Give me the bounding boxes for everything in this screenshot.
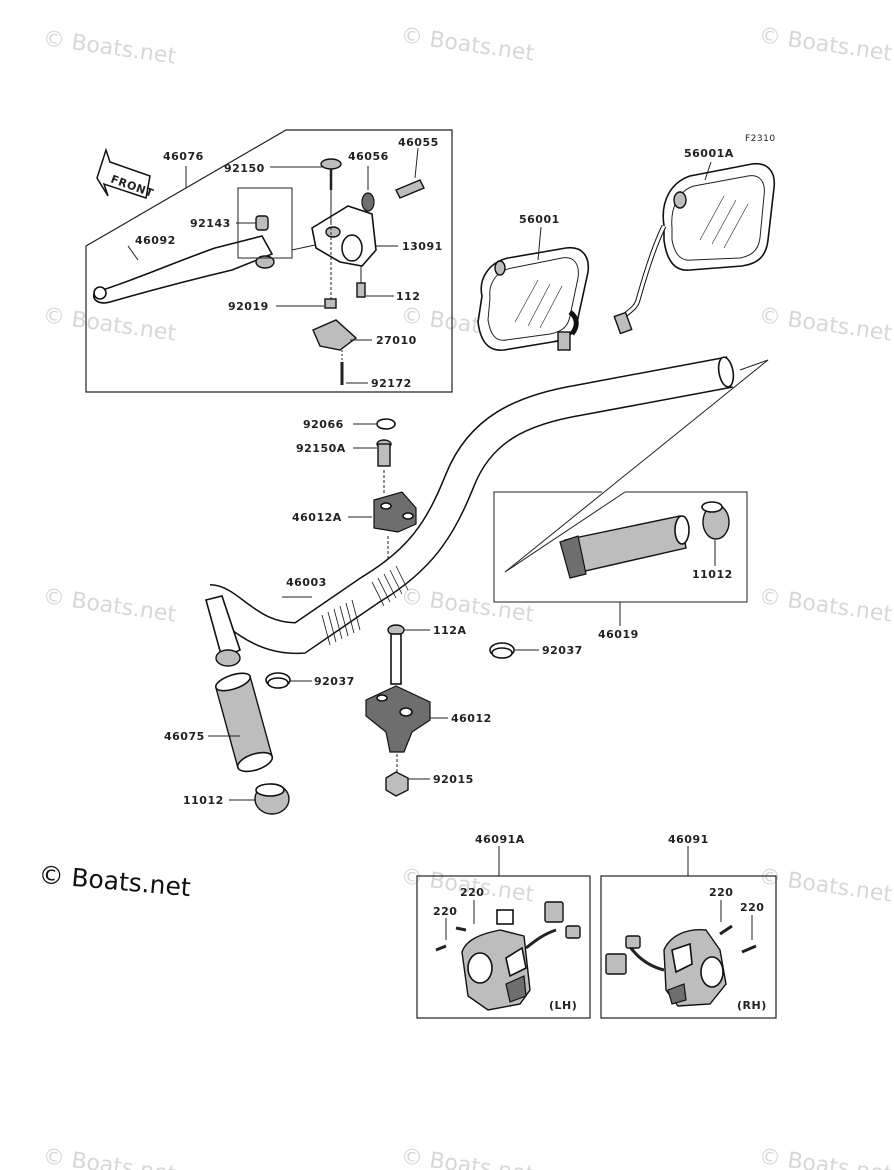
knurl-right <box>371 565 409 607</box>
holder-bore <box>325 226 341 238</box>
part-label-46075: 46075 <box>164 730 205 743</box>
part-label-56001A: 56001A <box>684 147 734 160</box>
part-label-46003: 46003 <box>286 576 327 589</box>
mirror-left <box>477 247 590 351</box>
part-label-92150: 92150 <box>224 162 265 175</box>
part-label-46091A: 46091A <box>475 833 525 846</box>
part-label-92037a: 92037 <box>542 644 583 657</box>
clamp-bolt <box>356 282 366 298</box>
mirror-right-stem <box>613 311 633 335</box>
part-label-46019: 46019 <box>598 628 639 641</box>
part-label-220a: 220 <box>460 886 484 899</box>
part-label-112A: 112A <box>433 624 466 637</box>
watermark-text: © Boats.net <box>757 584 894 627</box>
part-label-11012b: 11012 <box>183 794 224 807</box>
upper-holder <box>373 491 417 533</box>
connector-lh-b <box>565 925 581 939</box>
part-label-46056: 46056 <box>348 150 389 163</box>
left-grip-parts: 92037 46075 11012 <box>164 672 355 815</box>
mirror-left-joint <box>494 260 506 276</box>
watermark-text: © Boats.net <box>399 23 536 66</box>
part-label-46012A: 46012A <box>292 511 342 524</box>
part-label-112: 112 <box>396 290 420 303</box>
pivot-bolt-head <box>320 158 342 170</box>
side-label-rh: (RH) <box>737 999 767 1012</box>
part-label-92143: 92143 <box>190 217 231 230</box>
mirror-left-stem <box>557 331 571 351</box>
lever-pivot <box>255 255 275 269</box>
watermark-text: © Boats.net <box>41 26 178 69</box>
holder-clamp <box>341 234 363 262</box>
part-label-46076: 46076 <box>163 150 204 163</box>
left-end-collar <box>215 649 241 667</box>
connector-rh-b <box>625 935 641 949</box>
cap <box>376 418 396 430</box>
handlebar-group: 46003 <box>205 356 769 667</box>
holder-bolt-body <box>377 443 391 467</box>
figure-code: F2310 <box>745 134 776 144</box>
holder-nut <box>385 771 409 797</box>
pivot-bushing <box>255 215 269 231</box>
watermark-text: © Boats.net <box>41 1144 178 1170</box>
watermark-text: © Boats.net <box>41 584 178 627</box>
lower-holder <box>365 685 431 753</box>
adjuster-screw <box>395 179 425 199</box>
side-label-lh: (LH) <box>549 999 577 1012</box>
part-label-92066: 92066 <box>303 418 344 431</box>
throttle-end <box>674 515 690 545</box>
watermark-text: © Boats.net <box>41 303 178 346</box>
switch-housing-lh-box: 46091A 220 220 (LH) <box>416 833 591 1019</box>
watermark-text: © Boats.net <box>399 1144 536 1170</box>
part-label-92150A: 92150A <box>296 442 346 455</box>
watermark-text: © Boats.net <box>757 23 894 66</box>
connector-lh-c <box>496 909 514 925</box>
part-label-92037b: 92037 <box>314 675 355 688</box>
lever-assembly-box: FRONT <box>85 129 453 393</box>
throttle-grip-box: 11012 46019 92037 <box>489 491 748 659</box>
part-label-92172: 92172 <box>371 377 412 390</box>
part-label-27010: 27010 <box>376 334 417 347</box>
part-label-56001: 56001 <box>519 213 560 226</box>
mirror-right <box>662 163 776 271</box>
pivot-nut <box>324 298 337 309</box>
part-label-46091: 46091 <box>668 833 709 846</box>
connector-lh-a <box>544 901 564 923</box>
handlebar-left-end <box>205 595 241 660</box>
watermark-text: © Boats.net <box>757 1144 894 1170</box>
watermark-text: © Boats.net <box>399 584 536 627</box>
front-arrow-icon: FRONT <box>96 147 155 200</box>
handlebar-right-end <box>717 356 735 388</box>
connector-rh-a <box>605 953 627 975</box>
part-label-13091: 13091 <box>402 240 443 253</box>
part-label-46055: 46055 <box>398 136 439 149</box>
watermark-text: © Boats.net <box>757 864 894 907</box>
switch-housing-rh-box: 46091 220 220 (RH) <box>600 833 777 1019</box>
part-label-220d: 220 <box>740 901 764 914</box>
part-label-11012a: 11012 <box>692 568 733 581</box>
throttle-flange <box>559 535 587 579</box>
clutch-lever <box>92 235 274 304</box>
part-label-220c: 220 <box>709 886 733 899</box>
adjuster-wheel <box>361 192 375 212</box>
part-label-92015: 92015 <box>433 773 474 786</box>
watermark-text: © Boats.net <box>757 303 894 346</box>
mirrors: 56001 56001A <box>477 147 776 351</box>
mirror-right-joint <box>673 191 687 209</box>
long-bolt-body <box>390 633 402 685</box>
part-label-220b: 220 <box>433 905 457 918</box>
knurl-left <box>321 599 361 646</box>
part-label-46012: 46012 <box>451 712 492 725</box>
clutch-switch <box>312 319 358 351</box>
holder-parts: 92066 92150A 46012A 112A 46012 92015 <box>292 418 492 797</box>
lever-end-ball <box>93 286 107 300</box>
part-label-46092: 46092 <box>135 234 176 247</box>
part-label-92019: 92019 <box>228 300 269 313</box>
